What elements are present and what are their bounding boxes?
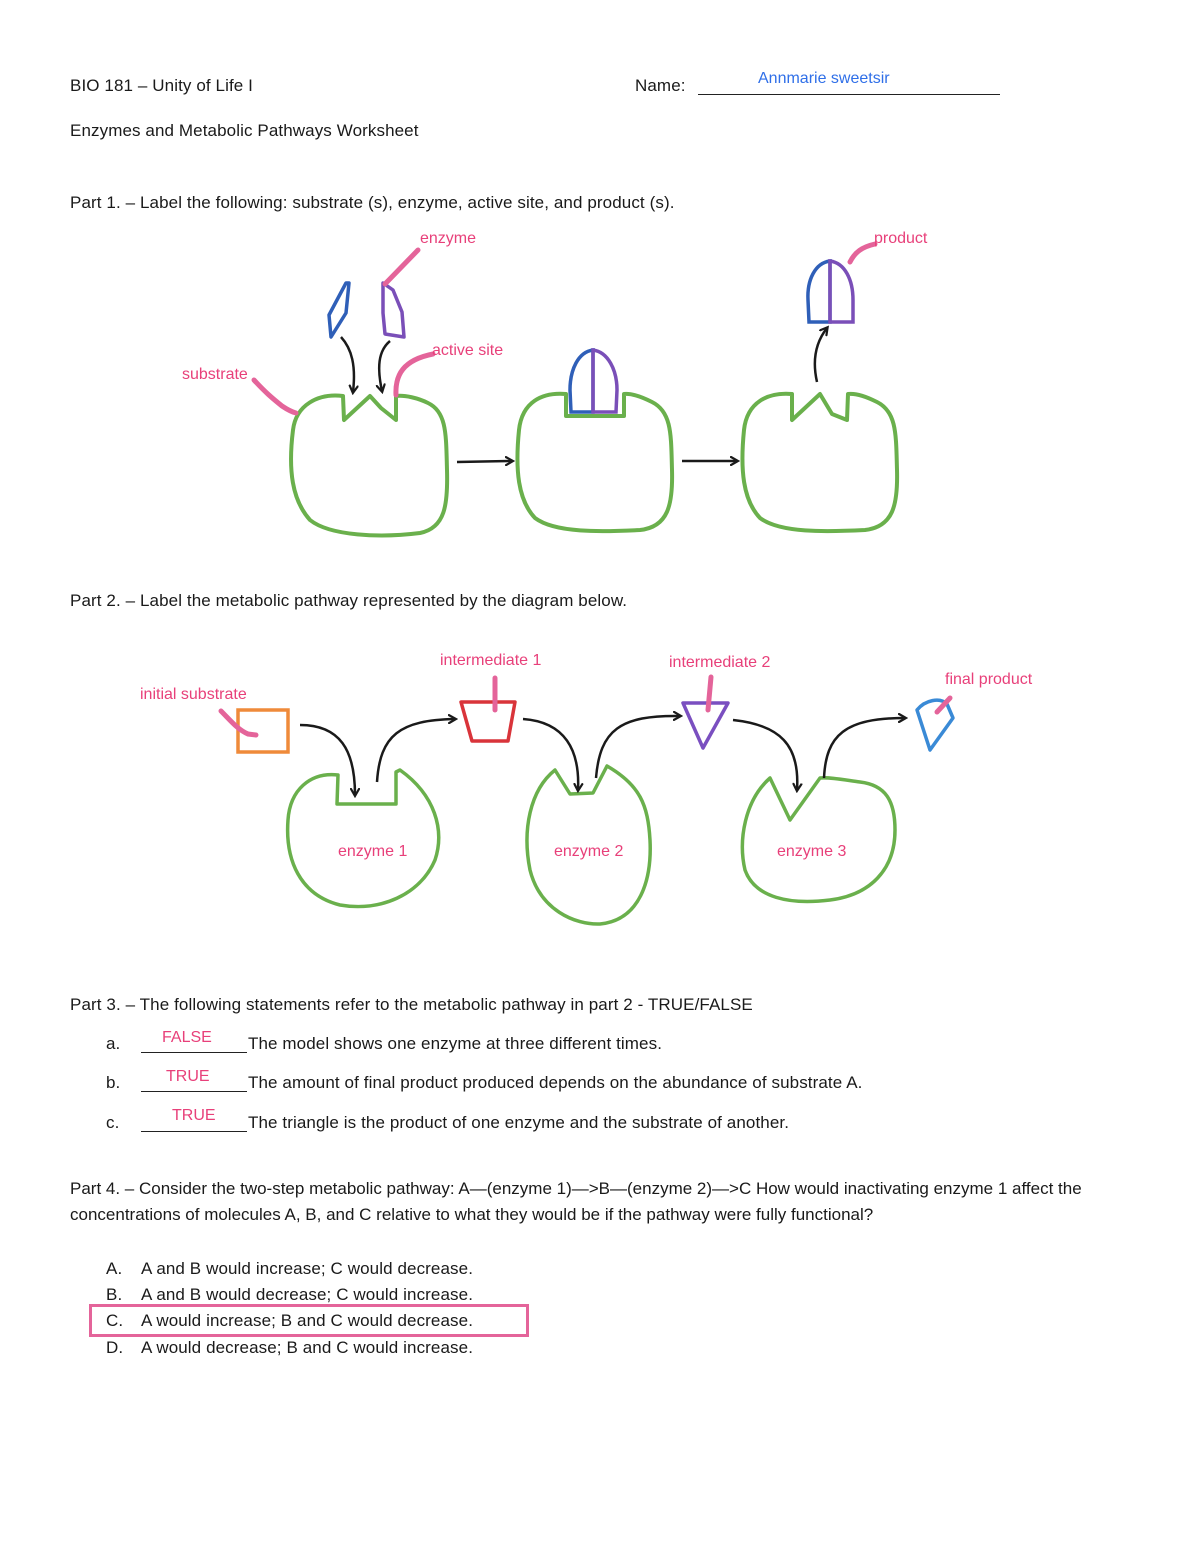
- substrate-blue-shape: [327, 281, 351, 339]
- enzyme-3-shape: [740, 776, 897, 904]
- final-product-pointer: [934, 695, 953, 715]
- part1-enzyme-substrate-complex: [515, 347, 675, 534]
- label-enzyme-3: enzyme 3: [777, 843, 847, 860]
- label-product: product: [874, 230, 928, 247]
- part2-prompt: Part 2. – Label the metabolic pathway re…: [70, 591, 628, 610]
- option-text: A and B would decrease; C would increase…: [141, 1285, 474, 1304]
- initial-substrate-square: [236, 708, 290, 754]
- item-statement: The triangle is the product of one enzym…: [248, 1113, 790, 1132]
- enzyme-2-shape: [525, 764, 652, 926]
- name-field-line[interactable]: [698, 94, 1000, 95]
- option-letter: C.: [106, 1311, 124, 1330]
- answer-blank[interactable]: [141, 1131, 247, 1132]
- label-enzyme: enzyme: [420, 230, 477, 247]
- arrow-out-enzyme-2: [594, 716, 680, 779]
- part1-prompt: Part 1. – Label the following: substrate…: [70, 193, 675, 212]
- arrow-out-enzyme-1: [375, 719, 455, 783]
- part1-enzyme-released: [740, 258, 900, 534]
- answer-blank[interactable]: [141, 1052, 247, 1053]
- option-text: A would increase; B and C would decrease…: [141, 1311, 474, 1330]
- part3-prompt: Part 3. – The following statements refer…: [70, 995, 753, 1014]
- course-title: BIO 181 – Unity of Life I: [70, 76, 253, 95]
- item-letter: c.: [106, 1113, 120, 1132]
- active-site-pointer: [393, 351, 436, 398]
- item-statement: The model shows one enzyme at three diff…: [248, 1034, 663, 1053]
- option-letter: B.: [106, 1285, 123, 1304]
- stage-arrow-1: [456, 461, 512, 462]
- arrow-down-1: [340, 336, 354, 392]
- final-product-shape: [915, 698, 955, 752]
- answer-value[interactable]: FALSE: [162, 1029, 212, 1046]
- answer-blank[interactable]: [141, 1091, 247, 1092]
- option-letter: D.: [106, 1338, 124, 1357]
- option-letter: A.: [106, 1259, 123, 1278]
- part1-enzyme-empty: [289, 393, 450, 538]
- answer-value[interactable]: TRUE: [172, 1107, 216, 1124]
- arrow-into-enzyme-1: [299, 723, 355, 795]
- label-intermediate-1: intermediate 1: [440, 652, 542, 669]
- initial-substrate-pointer: [218, 708, 259, 738]
- label-intermediate-2: intermediate 2: [669, 654, 771, 671]
- item-statement: The amount of final product produced dep…: [248, 1073, 863, 1092]
- label-substrate: substrate: [182, 366, 248, 383]
- name-field-value[interactable]: Annmarie sweetsir: [758, 70, 890, 87]
- label-enzyme-1: enzyme 1: [338, 843, 408, 860]
- option-text: A would decrease; B and C would increase…: [141, 1338, 474, 1357]
- arrow-into-enzyme-2: [522, 717, 578, 790]
- item-letter: a.: [106, 1034, 121, 1053]
- label-enzyme-2: enzyme 2: [554, 843, 624, 860]
- part4-prompt: Part 4. – Consider the two-step metaboli…: [70, 1179, 1082, 1224]
- name-label: Name:: [635, 76, 686, 95]
- intermediate-1-trapezoid: [459, 700, 517, 743]
- substrate-purple-shape: [381, 281, 406, 339]
- arrow-down-2: [379, 340, 391, 391]
- substrate-pointer: [251, 377, 299, 416]
- arrow-release: [813, 328, 827, 383]
- selected-answer-highlight: [89, 1304, 529, 1337]
- enzyme-pointer: [382, 247, 421, 287]
- answer-value[interactable]: TRUE: [166, 1068, 210, 1085]
- option-text: A and B would increase; C would decrease…: [141, 1259, 474, 1278]
- label-initial-substrate: initial substrate: [140, 686, 247, 703]
- product-pointer: [847, 241, 878, 265]
- label-final-product: final product: [945, 671, 1033, 688]
- item-letter: b.: [106, 1073, 121, 1092]
- enzyme-1-shape: [285, 768, 441, 909]
- label-active-site: active site: [432, 342, 504, 359]
- intermediate-2-pointer: [705, 674, 714, 713]
- worksheet-title: Enzymes and Metabolic Pathways Worksheet: [70, 121, 419, 140]
- arrow-out-enzyme-3: [822, 718, 905, 779]
- intermediate-2-triangle: [681, 701, 730, 750]
- arrow-into-enzyme-3: [732, 718, 797, 790]
